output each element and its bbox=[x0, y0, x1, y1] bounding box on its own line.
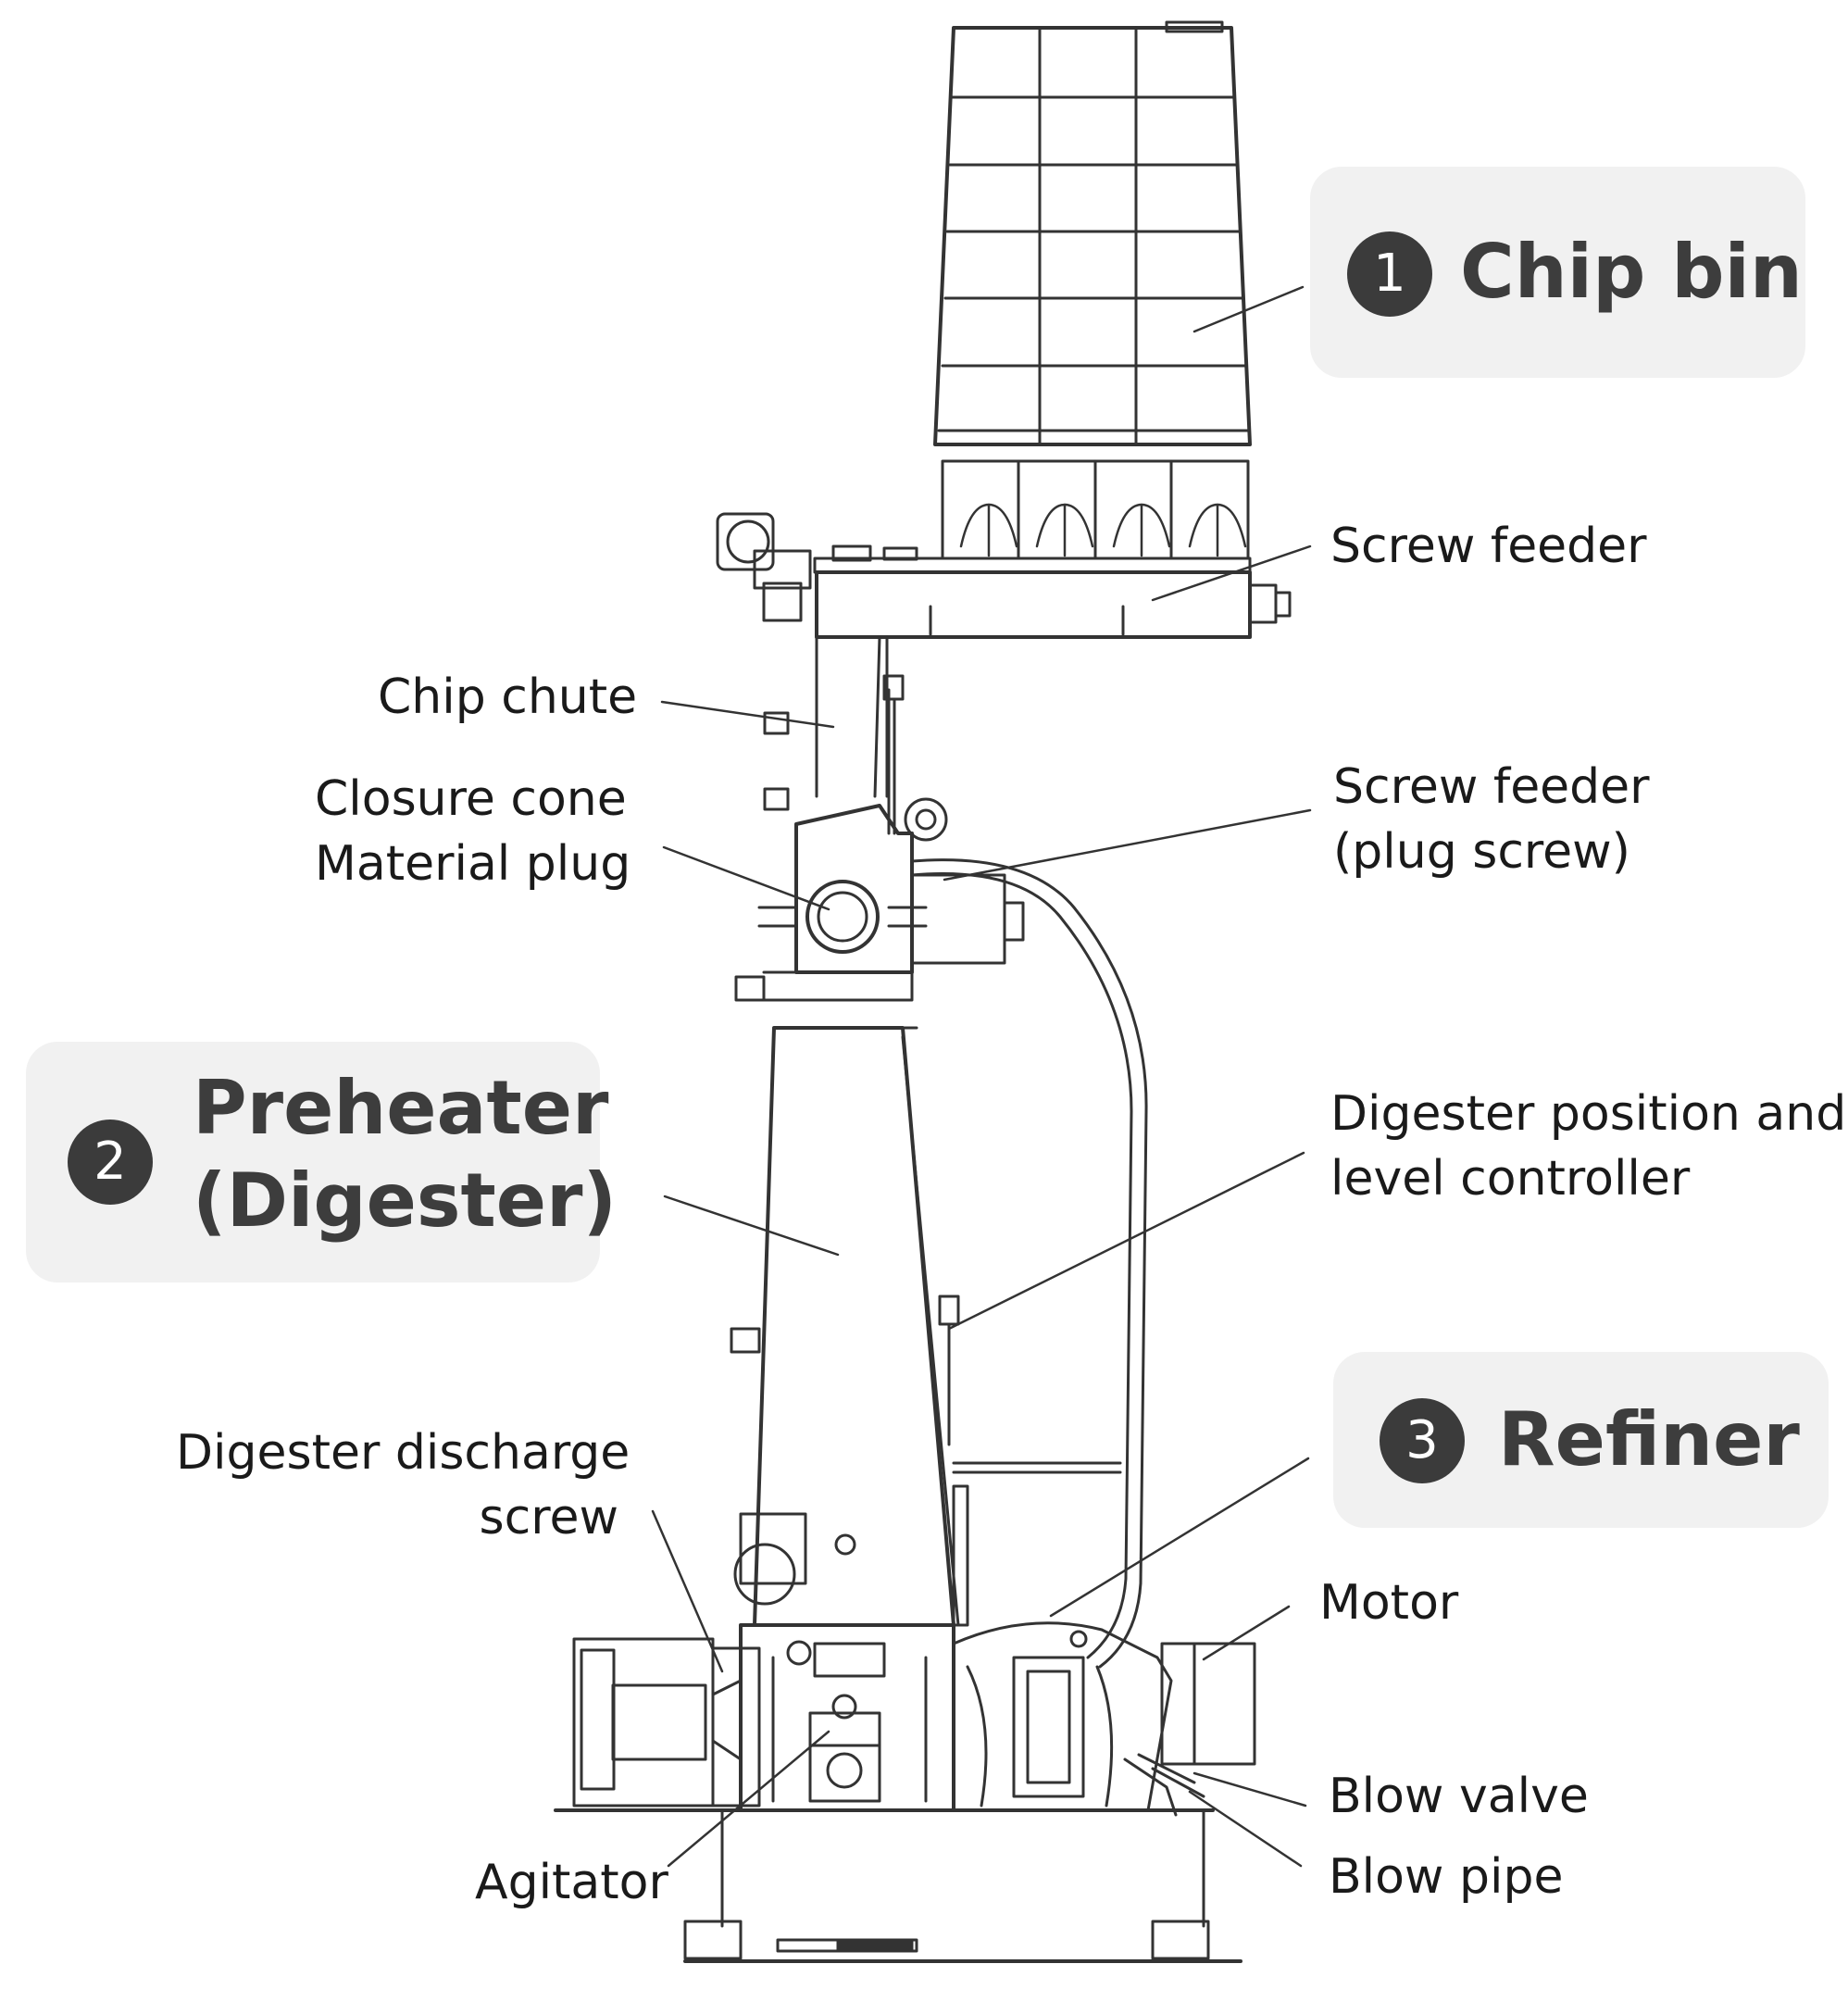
label-material-plug: Material plug bbox=[315, 836, 631, 892]
preheater-title-line1: Preheater bbox=[193, 1065, 609, 1151]
leader-chip-bin bbox=[1192, 285, 1305, 333]
label-screw-feeder: Screw feeder bbox=[1330, 519, 1647, 574]
screw-feeder-drawing bbox=[716, 512, 1292, 639]
callout-number-1: 1 bbox=[1347, 231, 1432, 317]
leader-level-controller bbox=[947, 1151, 1305, 1331]
label-level-controller-line2: level controller bbox=[1330, 1151, 1691, 1207]
label-discharge-screw-line2: screw bbox=[479, 1490, 618, 1545]
closure-cone-drawing bbox=[734, 797, 1025, 1002]
label-motor: Motor bbox=[1319, 1575, 1459, 1631]
chip-chute-drawing bbox=[763, 635, 905, 835]
leader-discharge-screw bbox=[651, 1509, 724, 1673]
leader-chip-chute bbox=[660, 700, 835, 729]
leader-preheater bbox=[663, 1195, 840, 1257]
label-closure-cone: Closure cone bbox=[315, 771, 627, 827]
preheater-title-line2: (Digester) bbox=[193, 1157, 618, 1244]
chip-bin-title: Chip bin bbox=[1460, 229, 1803, 315]
label-plug-screw-line1: Screw feeder bbox=[1333, 759, 1650, 815]
label-agitator: Agitator bbox=[475, 1855, 668, 1910]
callout-number-2: 2 bbox=[68, 1120, 153, 1205]
preheater-drawing bbox=[730, 1026, 1122, 1627]
label-plug-screw-line2: (plug screw) bbox=[1333, 824, 1630, 880]
callout-number-3: 3 bbox=[1380, 1398, 1465, 1483]
chip-bin-drawing bbox=[933, 20, 1252, 560]
leader-blow-valve bbox=[1192, 1771, 1307, 1808]
refiner-title: Refiner bbox=[1498, 1396, 1800, 1482]
leader-refiner bbox=[1049, 1457, 1310, 1618]
label-discharge-screw-line1: Digester discharge bbox=[176, 1425, 631, 1481]
label-level-controller: Digester position and level controller bbox=[1330, 1082, 1846, 1211]
label-discharge-screw: Digester discharge screw bbox=[176, 1420, 631, 1550]
leader-closure-cone bbox=[662, 845, 830, 911]
label-plug-screw: Screw feeder (plug screw) bbox=[1333, 755, 1650, 884]
base-drawing bbox=[554, 1621, 1256, 1963]
leader-lines bbox=[651, 285, 1312, 1868]
leader-motor bbox=[1202, 1605, 1291, 1661]
label-level-controller-line1: Digester position and bbox=[1330, 1086, 1847, 1142]
leader-screw-feeder bbox=[1151, 544, 1312, 602]
leader-blow-pipe bbox=[1188, 1790, 1303, 1868]
label-blow-pipe: Blow pipe bbox=[1329, 1849, 1564, 1905]
label-blow-valve: Blow valve bbox=[1329, 1769, 1589, 1824]
refiner-callout: 3 Refiner bbox=[1333, 1352, 1829, 1528]
label-chip-chute: Chip chute bbox=[378, 669, 638, 725]
leader-agitator bbox=[667, 1730, 830, 1868]
preheater-callout: 2 Preheater (Digester) bbox=[26, 1042, 617, 1282]
leader-plug-screw bbox=[943, 808, 1312, 882]
chip-bin-callout: 1 Chip bin bbox=[1310, 167, 1805, 378]
